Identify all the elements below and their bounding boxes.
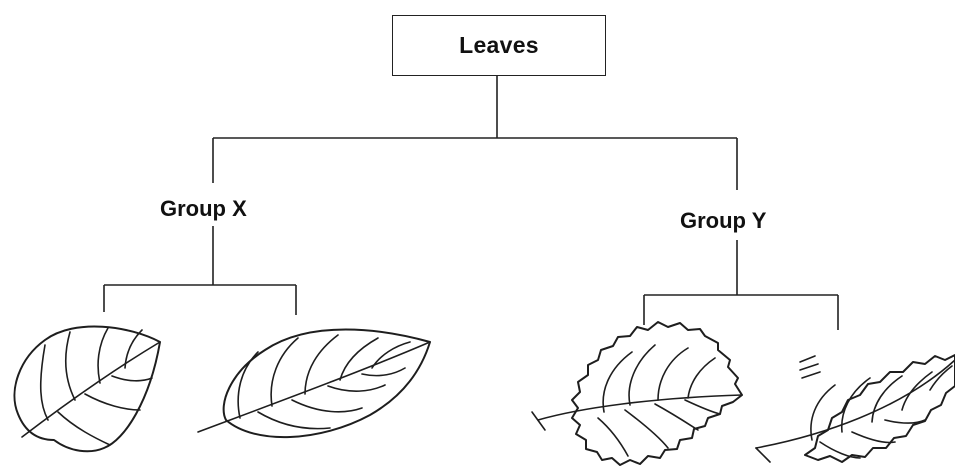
leaf-y1 [531,321,743,466]
group-x-label: Group X [160,196,247,221]
scan-marks [799,355,821,379]
leaf-x1 [13,325,161,453]
root-node-box: Leaves [392,15,606,76]
leaf-x2 [197,328,431,439]
tree-connectors [103,76,839,330]
group-y-label: Group Y [680,208,767,233]
leaf-y2 [755,354,955,463]
root-node-label: Leaves [459,32,539,58]
